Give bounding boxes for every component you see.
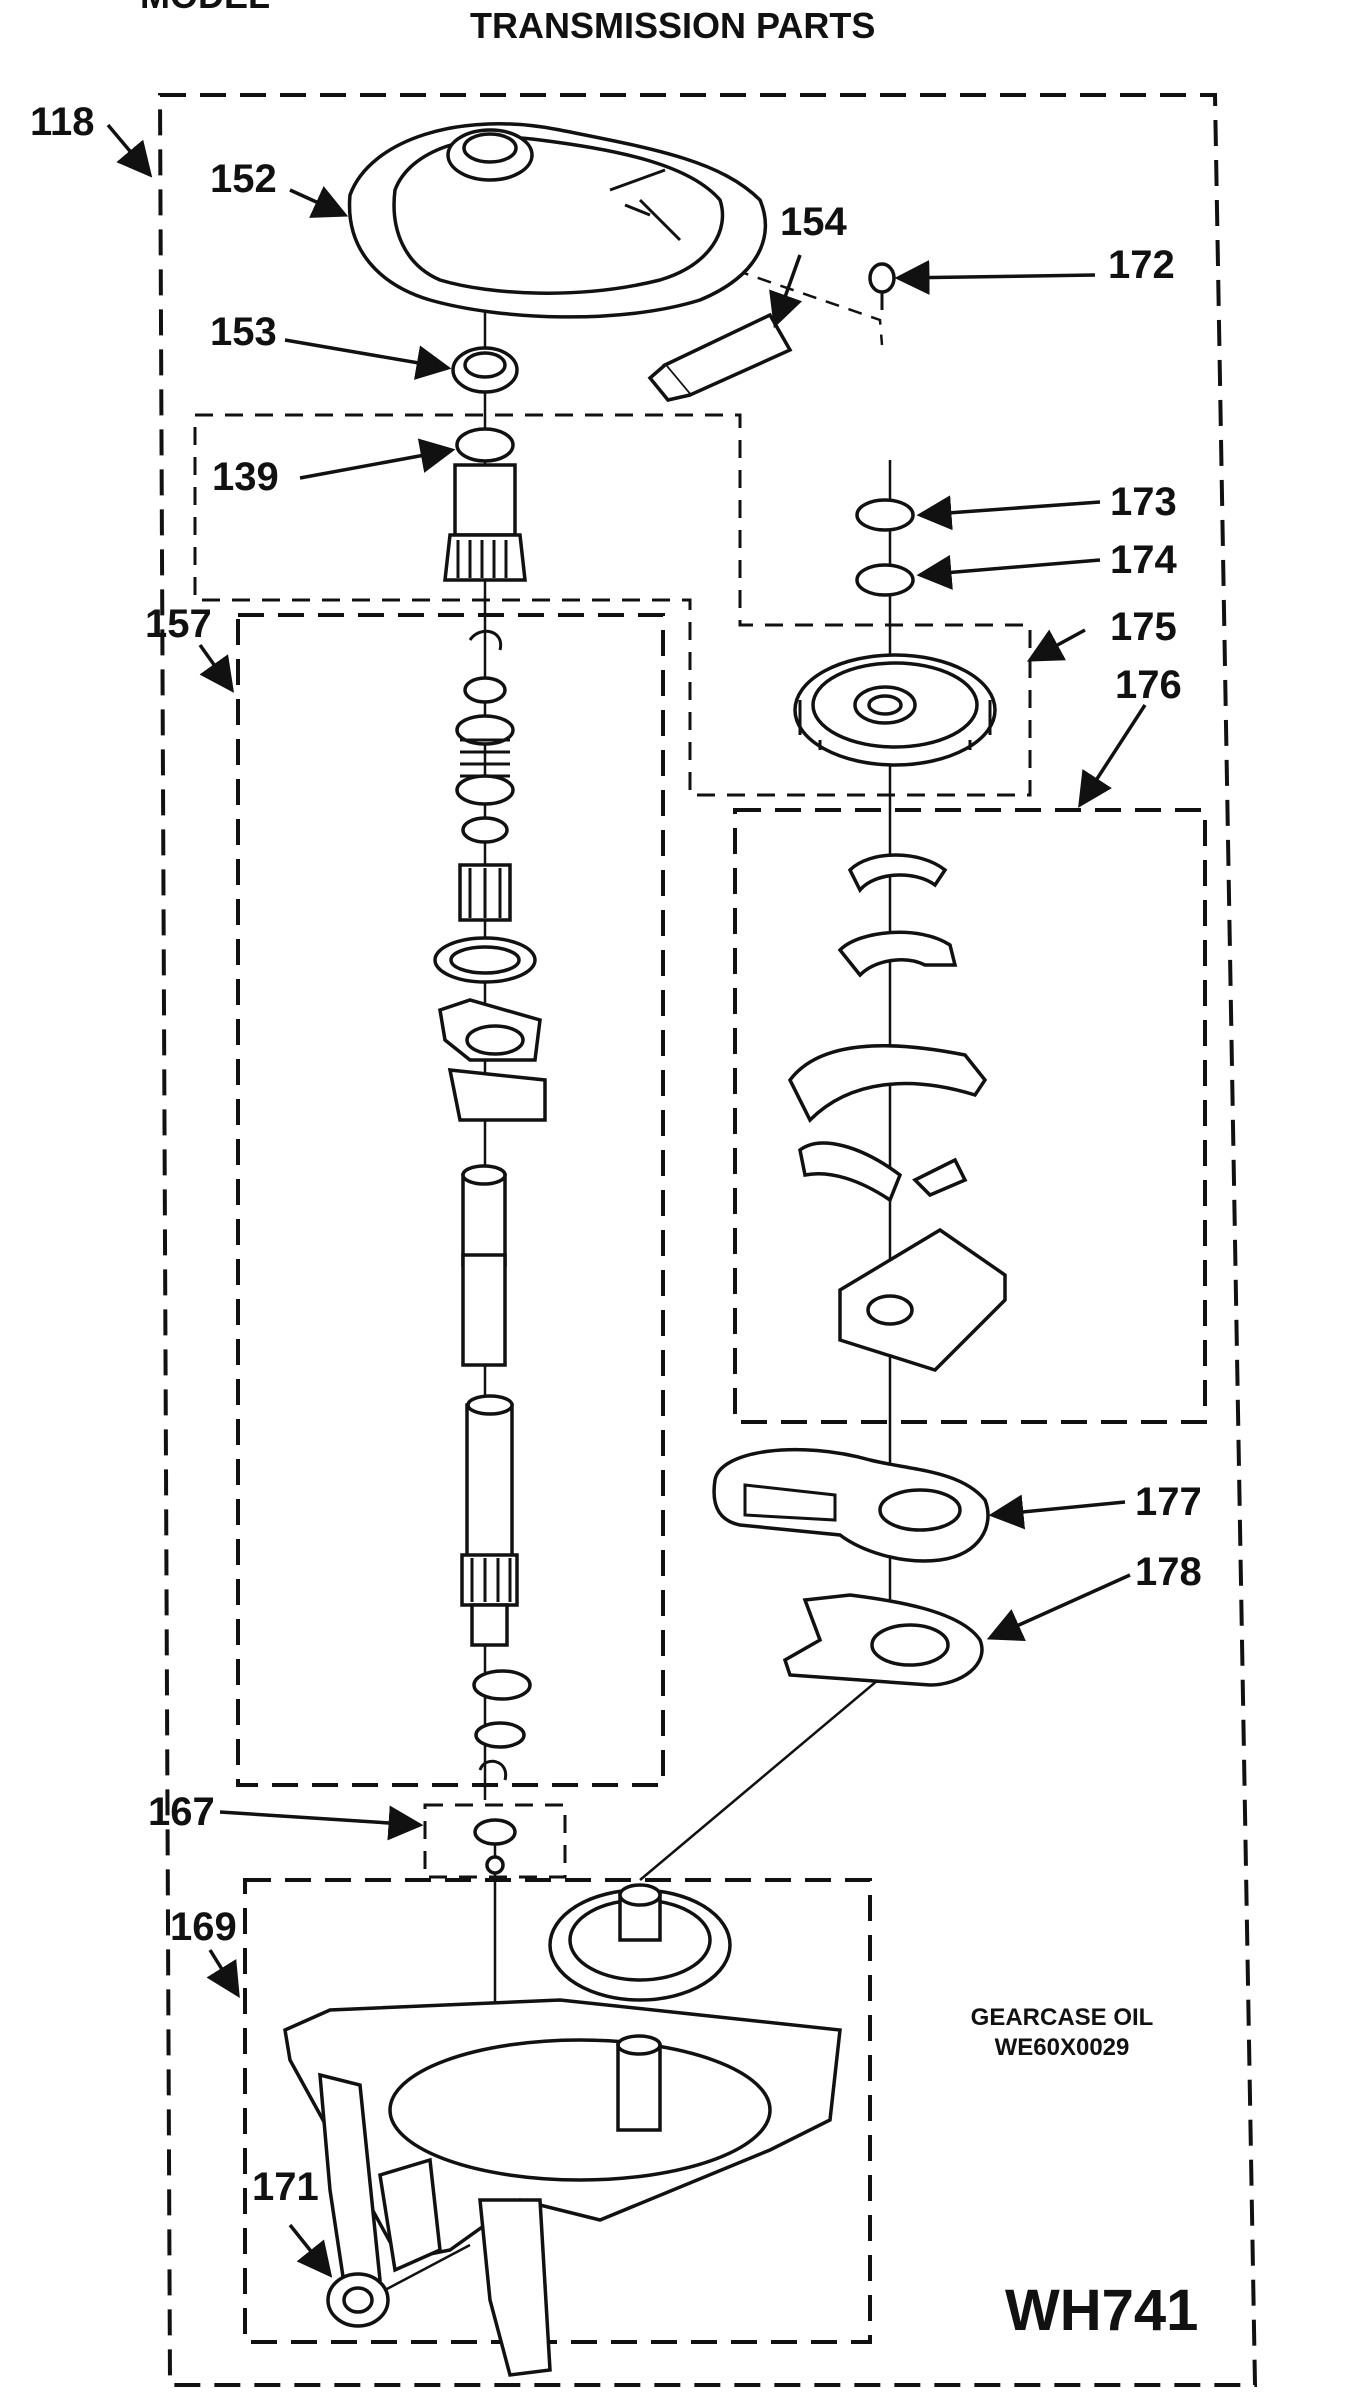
pinion-gear <box>443 427 527 582</box>
drive-seal <box>326 2243 471 2328</box>
callout-172: 172 <box>1108 243 1175 287</box>
diagram-code: WH741 <box>1005 2278 1198 2343</box>
drive-gear <box>793 653 997 767</box>
right-washers <box>855 498 915 597</box>
group-139-175-outline <box>193 413 1032 797</box>
leader-153 <box>284 338 452 380</box>
note-line-2: WE60X0029 <box>995 2034 1130 2061</box>
callout-152: 152 <box>210 157 277 201</box>
leader-178 <box>986 1573 1131 1642</box>
leader-177 <box>988 1494 1126 1530</box>
group-176-outline <box>733 808 1207 1424</box>
left-shaft-stack <box>433 629 547 1781</box>
leader-152 <box>289 186 349 218</box>
sealant-tube <box>647 312 793 402</box>
leader-157 <box>198 643 235 693</box>
gear-case-cover <box>347 122 768 319</box>
leader-139 <box>299 438 456 480</box>
callout-118: 118 <box>30 100 95 144</box>
note-line-1: GEARCASE OIL <box>971 2004 1154 2031</box>
assembly-118-outline <box>157 93 1258 2387</box>
callout-157: 157 <box>145 602 212 646</box>
lever-plate <box>712 1447 990 1563</box>
leader-169 <box>206 1949 240 1998</box>
bracket <box>782 1593 984 1687</box>
leader-173 <box>916 495 1101 531</box>
diagram-title: TRANSMISSION PARTS <box>470 5 875 46</box>
callout-173: 173 <box>1110 480 1177 524</box>
callout-176: 176 <box>1115 663 1182 707</box>
leader-167 <box>219 1805 424 1841</box>
gear-case <box>283 1883 842 2377</box>
leader-176 <box>1078 704 1147 808</box>
callout-174: 174 <box>1110 538 1177 582</box>
group-157-outline <box>236 613 665 1787</box>
callout-153: 153 <box>210 310 277 354</box>
callout-139: 139 <box>212 455 279 499</box>
leader-175 <box>1026 628 1086 662</box>
group-169-outline <box>243 1878 872 2344</box>
leader-174 <box>916 554 1101 590</box>
shift-mechanism <box>787 853 1007 1372</box>
leader-154 <box>769 254 803 329</box>
callout-154: 154 <box>780 200 847 244</box>
callout-177: 177 <box>1135 1480 1202 1524</box>
connecting-axis <box>639 1669 891 1881</box>
callout-171: 171 <box>252 2165 319 2209</box>
callout-167: 167 <box>148 1790 215 1834</box>
callout-175: 175 <box>1110 605 1177 649</box>
callout-169: 169 <box>170 1905 237 1949</box>
callout-178: 178 <box>1135 1550 1202 1594</box>
screw-axis <box>734 268 884 346</box>
leader-172 <box>894 260 1096 296</box>
leader-171 <box>288 2223 333 2278</box>
lower-seal <box>473 1818 517 1875</box>
screw <box>868 262 896 310</box>
leader-118 <box>106 123 153 178</box>
seal <box>451 346 519 394</box>
model-header-fragment: MODEL <box>140 0 270 16</box>
